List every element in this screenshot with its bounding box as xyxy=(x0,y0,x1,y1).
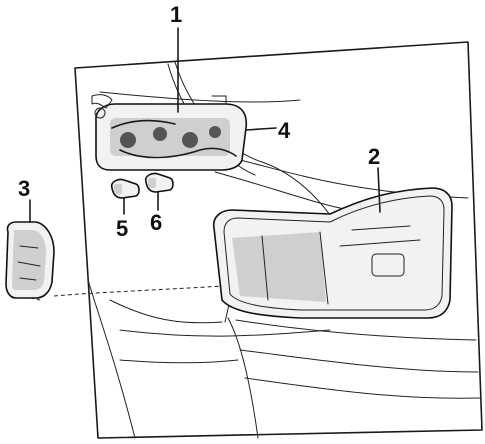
body-panel-frame xyxy=(74,41,483,439)
callout-6: 6 xyxy=(150,210,162,235)
side-marker-lamp xyxy=(5,221,55,299)
callout-1: 1 xyxy=(170,2,182,27)
lamp-socket-harness xyxy=(91,94,248,171)
bulb-6 xyxy=(144,172,174,193)
bulb-5 xyxy=(110,178,140,199)
callout-3: 3 xyxy=(18,176,30,201)
callout-2: 2 xyxy=(368,144,380,169)
vehicle-body-lines xyxy=(87,61,481,439)
callout-4: 4 xyxy=(278,118,291,143)
tail-lamp-lens xyxy=(212,187,453,319)
callout-5: 5 xyxy=(116,216,128,241)
leader-lines xyxy=(29,27,381,301)
